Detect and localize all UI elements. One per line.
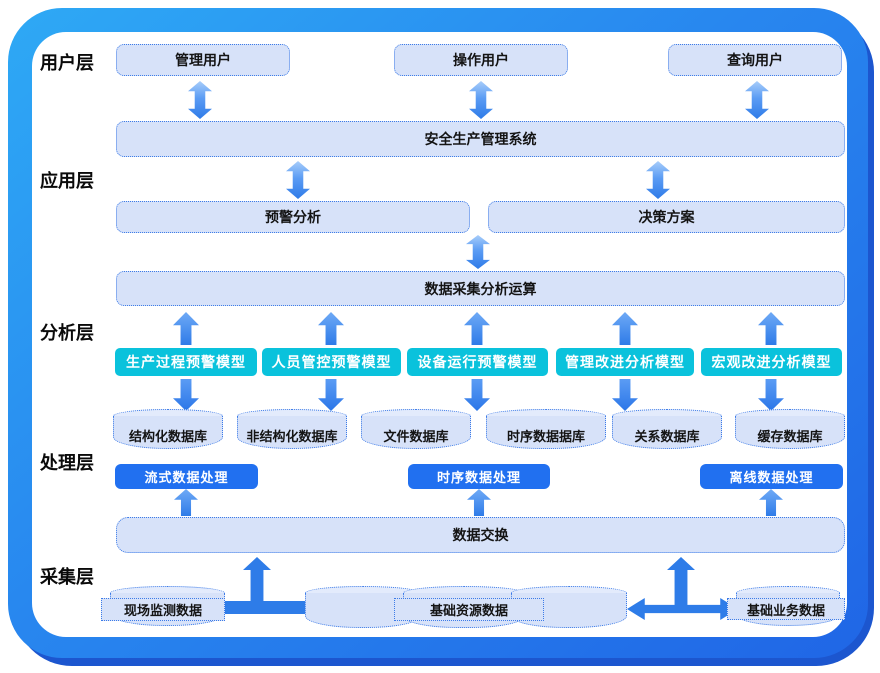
node-safety-system: 安全生产管理系统 [116, 121, 845, 157]
db-label: 结构化数据库 [128, 428, 207, 444]
db-label: 非结构化数据库 [246, 428, 338, 444]
layer-label-collect: 采集层 [40, 567, 94, 587]
node-data-compute: 数据采集分析运算 [116, 271, 845, 306]
node-operate-user: 操作用户 [394, 44, 568, 76]
layer-label-app: 应用层 [40, 171, 94, 191]
db-label: 时序数据据库 [506, 428, 585, 444]
node-warning-analysis: 预警分析 [116, 201, 470, 233]
node-stream-processing: 流式数据处理 [115, 464, 258, 489]
src-resource-label: 基础资源数据 [394, 598, 544, 621]
cylinder-body [237, 416, 347, 449]
connector-bar [224, 601, 307, 614]
node-decision-plan: 决策方案 [488, 201, 845, 233]
node-data-exchange: 数据交换 [116, 517, 845, 553]
db-file: 文件数据库 [361, 409, 471, 449]
node-query-user: 查询用户 [668, 44, 842, 76]
layer-label-user: 用户层 [40, 53, 94, 73]
src-monitor-label: 现场监测数据 [101, 598, 225, 621]
cylinder-body [735, 416, 845, 449]
db-cache: 缓存数据库 [735, 409, 845, 449]
node-timeseries-processing: 时序数据处理 [408, 464, 550, 489]
layer-label-analysis: 分析层 [40, 323, 94, 343]
db-unstructured: 非结构化数据库 [237, 409, 347, 449]
node-model-management: 管理改进分析模型 [556, 348, 694, 376]
cylinder-body [361, 416, 471, 449]
cylinder-body [612, 416, 722, 449]
layer-label-process: 处理层 [40, 453, 94, 473]
node-model-equipment: 设备运行预警模型 [407, 348, 548, 376]
cylinder-body [113, 416, 223, 449]
node-model-production: 生产过程预警模型 [115, 348, 257, 376]
node-offline-processing: 离线数据处理 [700, 464, 843, 489]
cylinder-body [486, 416, 606, 449]
src-business-label: 基础业务数据 [727, 598, 845, 620]
db-timeseries: 时序数据据库 [486, 409, 606, 449]
db-label: 文件数据库 [383, 428, 449, 444]
node-model-personnel: 人员管控预警模型 [262, 348, 401, 376]
node-admin-user: 管理用户 [116, 44, 290, 76]
db-label: 缓存数据库 [757, 428, 823, 444]
db-label: 关系数据库 [634, 428, 700, 444]
db-relational: 关系数据库 [612, 409, 722, 449]
db-structured: 结构化数据库 [113, 409, 223, 449]
node-model-macro: 宏观改进分析模型 [701, 348, 842, 376]
